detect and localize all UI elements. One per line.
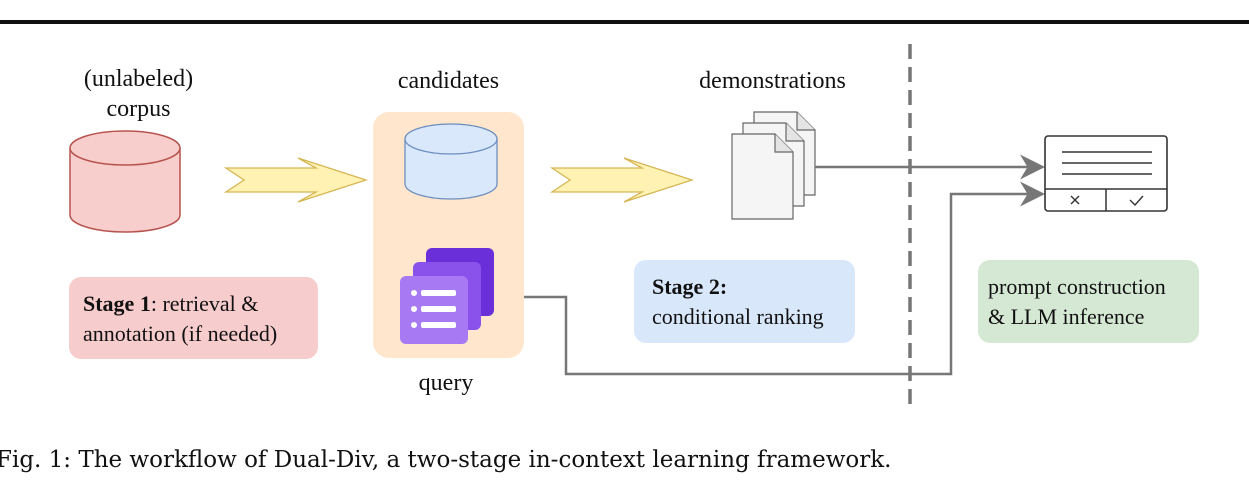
demonstrations-documents-icon bbox=[731, 111, 816, 220]
corpus-database-icon bbox=[69, 130, 181, 233]
stage-1-box: Stage 1: retrieval & annotation (if need… bbox=[69, 277, 318, 359]
stage-3-box: prompt construction & LLM inference bbox=[978, 260, 1199, 343]
query-list-icon bbox=[400, 248, 494, 344]
demonstrations-label: demonstrations bbox=[699, 68, 846, 94]
workflow-diagram bbox=[69, 44, 1168, 405]
flow-arrow-1 bbox=[223, 157, 369, 203]
stage-2-title: Stage 2: bbox=[652, 274, 728, 299]
stage-1-text-line1: : retrieval & bbox=[150, 291, 259, 316]
candidates-label: candidates bbox=[397, 68, 500, 94]
candidates-database-icon bbox=[404, 123, 498, 200]
prompt-dialog-icon bbox=[1044, 135, 1168, 212]
figure-caption: Fig. 1: The workflow of Dual-Div, a two-… bbox=[0, 447, 892, 473]
stage-3-text-line1: prompt construction bbox=[988, 274, 1166, 299]
stage-2-box: Stage 2: conditional ranking bbox=[634, 260, 855, 343]
stage-1-title: Stage 1 bbox=[83, 291, 151, 316]
corpus-label-line1: (unlabeled) bbox=[83, 66, 194, 92]
query-connector bbox=[524, 181, 1045, 376]
stage-1-text-line2: annotation (if needed) bbox=[83, 321, 278, 346]
top-rule bbox=[0, 20, 1249, 24]
corpus-label-line2: corpus bbox=[106, 96, 171, 122]
stage-3-text-line2: & LLM inference bbox=[988, 304, 1145, 329]
stage-1-line1: Stage 1: retrieval & bbox=[83, 289, 304, 319]
stage-2-text-line2: conditional ranking bbox=[652, 304, 824, 329]
query-label: query bbox=[418, 370, 474, 396]
flow-arrow-2 bbox=[549, 157, 695, 203]
